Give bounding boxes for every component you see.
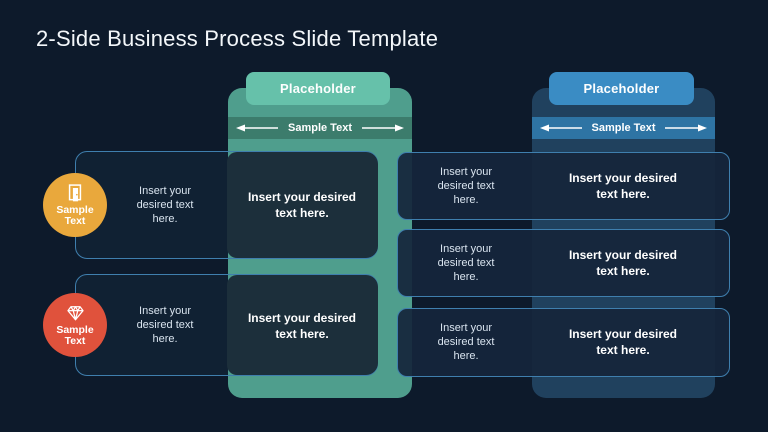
slide-title: 2-Side Business Process Slide Template: [36, 26, 439, 51]
left-row-1-note[interactable]: Insert your desired text here.: [136, 185, 194, 225]
left-row-2-detail-box[interactable]: [227, 275, 378, 375]
left-row-2-badge[interactable]: Sample Text: [43, 293, 107, 357]
right-row-1-detail[interactable]: Insert your desired text here.: [568, 171, 678, 201]
right-row-3-note[interactable]: Insert your desired text here.: [437, 322, 495, 362]
door-icon: [68, 184, 82, 202]
left-arrow-icon: [236, 124, 278, 132]
diamond-icon: [66, 306, 84, 321]
right-arrow-icon: [362, 124, 404, 132]
left-row-2-note[interactable]: Insert your desired text here.: [136, 305, 194, 345]
left-row-1-badge-label: Sample Text: [56, 204, 94, 227]
left-row-1-detail-box[interactable]: [227, 152, 378, 258]
left-arrow-icon: [540, 124, 582, 132]
left-panel-band: Sample Text: [228, 117, 412, 139]
right-panel-placeholder-button[interactable]: Placeholder: [549, 72, 694, 105]
left-panel-placeholder-button[interactable]: Placeholder: [246, 72, 390, 105]
right-panel-band-label: Sample Text: [591, 122, 656, 134]
right-row-3[interactable]: [397, 308, 730, 377]
right-row-3-detail[interactable]: Insert your desired text here.: [568, 327, 678, 357]
left-row-1-detail[interactable]: Insert your desired text here.: [247, 190, 357, 220]
left-row-1-badge[interactable]: Sample Text: [43, 173, 107, 237]
right-arrow-icon: [665, 124, 707, 132]
right-row-2-note[interactable]: Insert your desired text here.: [437, 243, 495, 283]
right-row-1[interactable]: [397, 152, 730, 220]
left-row-2-detail[interactable]: Insert your desired text here.: [247, 311, 357, 341]
left-row-2-badge-label: Sample Text: [56, 324, 94, 347]
right-row-2[interactable]: [397, 229, 730, 297]
right-panel-band: Sample Text: [532, 117, 715, 139]
left-panel-band-label: Sample Text: [288, 122, 352, 134]
right-row-2-detail[interactable]: Insert your desired text here.: [568, 248, 678, 278]
right-row-1-note[interactable]: Insert your desired text here.: [437, 166, 495, 206]
